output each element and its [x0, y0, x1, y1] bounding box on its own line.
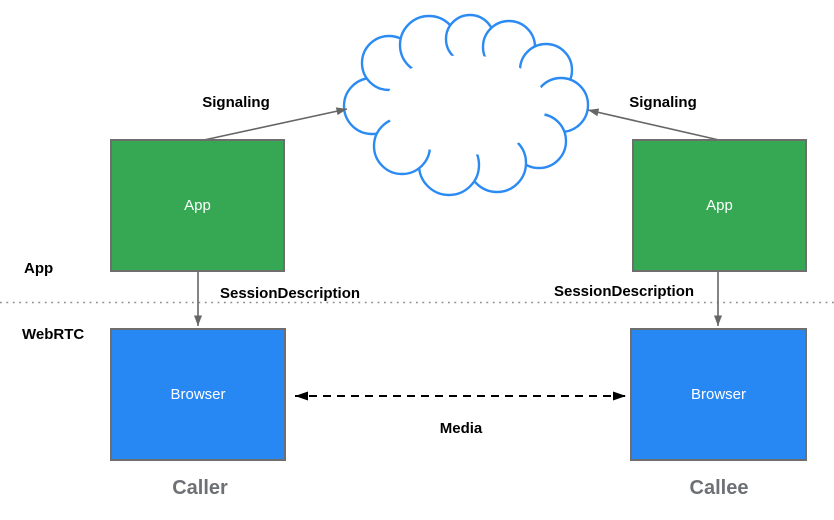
signaling-arrow-right: [587, 108, 720, 141]
cloud-icon: [342, 13, 590, 197]
media-label: Media: [439, 420, 483, 437]
caller-app-box: App: [110, 139, 285, 272]
caller-browser-label: Browser: [170, 386, 226, 403]
session-description-label-right: SessionDescription: [553, 283, 695, 300]
caller-app-label: App: [184, 197, 211, 214]
callee-title: Callee: [689, 477, 749, 499]
caller-browser-box: Browser: [110, 328, 286, 461]
webrtc-layer-label: WebRTC: [22, 326, 85, 343]
app-layer-label: App: [24, 260, 54, 277]
callee-browser-box: Browser: [630, 328, 807, 461]
signaling-label-right: Signaling: [629, 94, 697, 111]
signaling-label-left: Signaling: [202, 94, 270, 111]
caller-title: Caller: [172, 477, 228, 499]
session-description-label-left: SessionDescription: [219, 285, 361, 302]
callee-browser-label: Browser: [690, 386, 746, 403]
signaling-arrow-left: [203, 107, 348, 141]
callee-app-box: App: [632, 139, 807, 272]
callee-app-label: App: [706, 197, 733, 214]
